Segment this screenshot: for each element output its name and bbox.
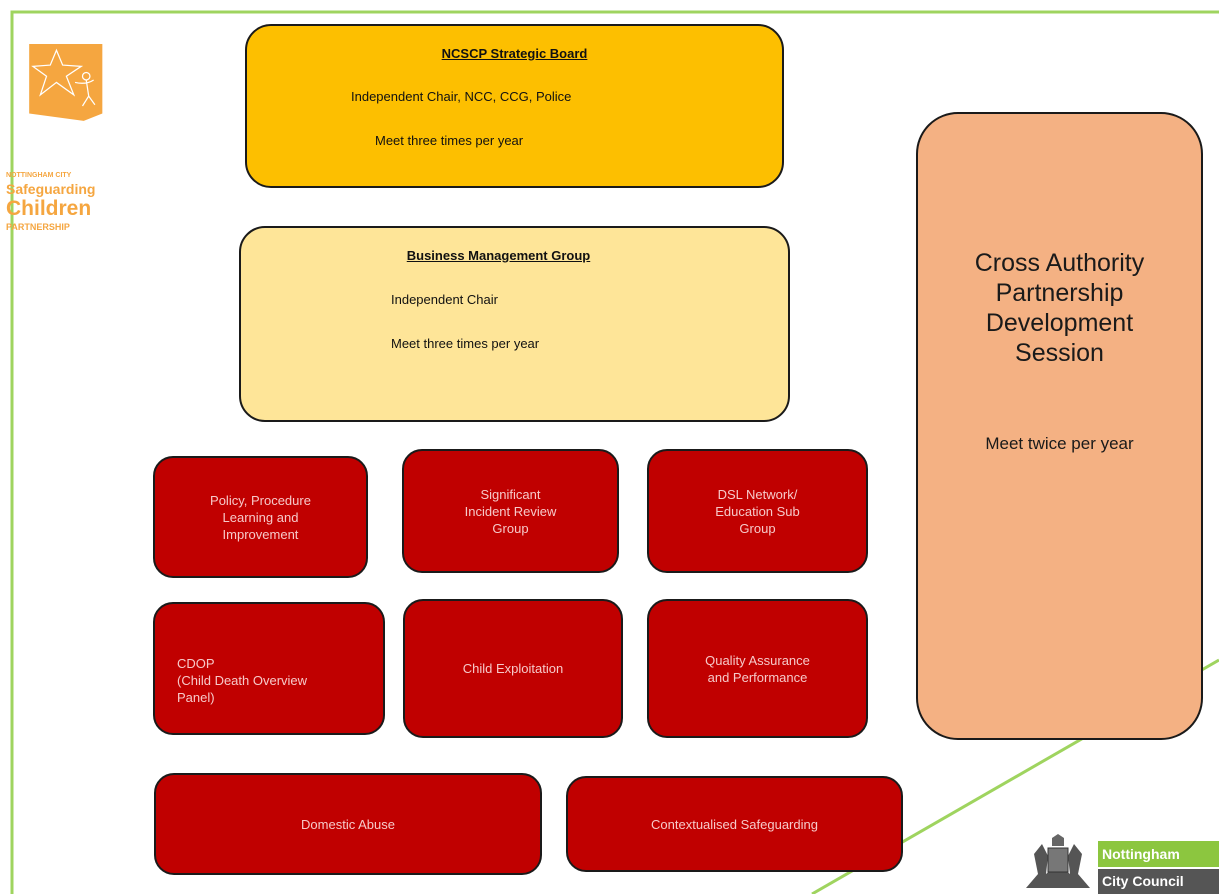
dsl-network-box: DSL Network/ Education Sub Group (647, 449, 868, 573)
dsl-network-label: DSL Network/ Education Sub Group (715, 486, 800, 536)
star-figure-icon (29, 44, 103, 121)
logo-text-line1: NOTTINGHAM CITY (6, 172, 72, 179)
child-exploitation-label: Child Exploitation (462, 661, 564, 676)
cross-authority-frequency: Meet twice per year (985, 434, 1134, 453)
cdop-label: CDOP (Child Death Overview Panel) (177, 656, 308, 705)
ncc-logo-line1: Nottingham (1098, 841, 1219, 867)
business-group-chair: Independent Chair (391, 292, 498, 307)
contextualised-safeguarding-box: Contextualised Safeguarding (566, 776, 903, 872)
ncc-logo-line2: City Council (1098, 869, 1219, 894)
strategic-board-box: NCSCP Strategic Board Independent Chair,… (245, 24, 784, 188)
logo-text-line3: Children (6, 197, 92, 220)
strategic-board-frequency: Meet three times per year (375, 133, 524, 148)
business-group-title: Business Management Group (406, 248, 591, 263)
significant-incident-box: Significant Incident Review Group (402, 449, 619, 573)
cdop-box: CDOP (Child Death Overview Panel) (153, 602, 385, 735)
contextualised-safeguarding-label: Contextualised Safeguarding (651, 816, 818, 832)
significant-incident-label: Significant Incident Review Group (464, 486, 557, 536)
strategic-board-title: NCSCP Strategic Board (441, 46, 588, 61)
cross-authority-box: Cross Authority Partnership Development … (916, 112, 1203, 740)
coat-of-arms-icon (1026, 834, 1090, 888)
policy-procedure-box: Policy, Procedure Learning and Improveme… (153, 456, 368, 578)
quality-assurance-box: Quality Assurance and Performance (647, 599, 868, 738)
logo-text-line2: Safeguarding (6, 181, 96, 197)
logo-text-line4: PARTNERSHIP (6, 222, 70, 232)
domestic-abuse-label: Domestic Abuse (301, 816, 395, 832)
quality-assurance-label: Quality Assurance and Performance (705, 652, 810, 685)
business-group-box: Business Management Group Independent Ch… (239, 226, 790, 422)
domestic-abuse-box: Domestic Abuse (154, 773, 542, 875)
child-exploitation-box: Child Exploitation (403, 599, 623, 738)
strategic-board-members: Independent Chair, NCC, CCG, Police (351, 89, 572, 104)
policy-procedure-label: Policy, Procedure Learning and Improveme… (210, 492, 311, 542)
cross-authority-title: Cross Authority Partnership Development … (974, 249, 1145, 367)
business-group-frequency: Meet three times per year (391, 336, 540, 351)
